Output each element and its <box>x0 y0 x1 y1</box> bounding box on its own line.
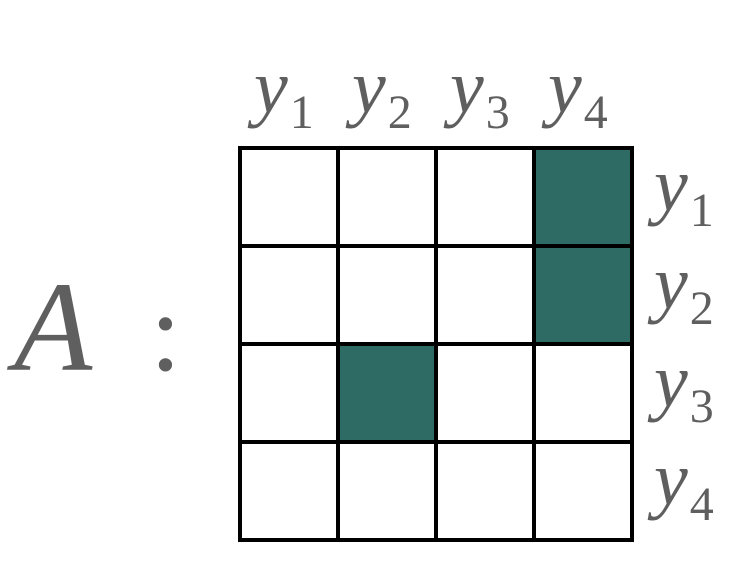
matrix-grid <box>238 146 634 542</box>
column-label-3-base: y <box>443 45 484 129</box>
row-label-1: y1 <box>647 143 714 237</box>
column-label-2-base: y <box>345 45 386 129</box>
column-label-1-base: y <box>247 45 288 129</box>
empty-cell <box>238 440 340 542</box>
matrix-name: A <box>7 256 93 398</box>
row-label-4-base: y <box>647 437 688 521</box>
empty-cell <box>434 146 536 248</box>
filled-cell <box>336 342 438 444</box>
empty-cell <box>336 440 438 542</box>
empty-cell <box>532 440 634 542</box>
empty-cell <box>434 342 536 444</box>
empty-cell <box>434 244 536 346</box>
matrix-separator: : <box>150 271 181 395</box>
row-label-3-base: y <box>647 339 688 423</box>
row-label-2: y2 <box>647 241 714 335</box>
column-label-4: y4 <box>541 45 608 139</box>
column-label-3: y3 <box>443 45 510 139</box>
filled-cell <box>532 244 634 346</box>
empty-cell <box>336 244 438 346</box>
empty-cell <box>238 146 340 248</box>
column-label-4-subscript: 4 <box>584 86 608 139</box>
row-label-1-subscript: 1 <box>690 184 714 237</box>
row-label-4-subscript: 4 <box>690 478 714 531</box>
column-label-1-subscript: 1 <box>290 86 314 139</box>
column-label-2: y2 <box>345 45 412 139</box>
row-label-3-subscript: 3 <box>690 380 714 433</box>
filled-cell <box>532 146 634 248</box>
empty-cell <box>238 342 340 444</box>
empty-cell <box>336 146 438 248</box>
column-label-2-subscript: 2 <box>388 86 412 139</box>
column-label-4-base: y <box>541 45 582 129</box>
column-label-1: y1 <box>247 45 314 139</box>
empty-cell <box>532 342 634 444</box>
empty-cell <box>238 244 340 346</box>
row-label-1-base: y <box>647 143 688 227</box>
row-label-2-base: y <box>647 241 688 325</box>
column-label-3-subscript: 3 <box>486 86 510 139</box>
row-label-2-subscript: 2 <box>690 282 714 335</box>
empty-cell <box>434 440 536 542</box>
row-label-3: y3 <box>647 339 714 433</box>
row-label-4: y4 <box>647 437 714 531</box>
